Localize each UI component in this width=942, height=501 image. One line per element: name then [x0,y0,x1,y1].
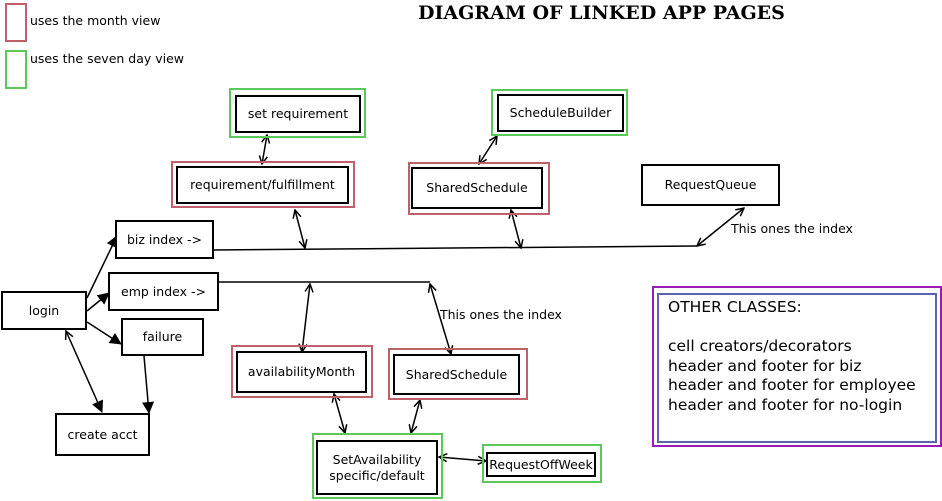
node-requirement-fulfillment: requirement/fulfillment [176,166,349,204]
node-availability-month: availabilityMonth [236,351,367,393]
node-request-off-week: RequestOffWeek [486,452,596,477]
legend-month-swatch [5,3,27,42]
node-create-acct: create acct [55,413,150,456]
arrow-login-emp-index [86,292,110,312]
seven-day-frame-schedule-builder [491,89,628,136]
legend-month-label: uses the month view [30,13,161,28]
month-frame-shared-schedule-bottom [388,348,528,400]
legend-seven-day-swatch [5,50,27,89]
arrow-login-create-acct [66,331,102,412]
month-frame-shared-schedule-top [408,162,550,215]
other-classes-heading: OTHER CLASSES: [668,298,802,316]
arrow-login-failure [86,321,122,345]
other-classes-item: header and footer for employee [668,376,916,394]
arrow-requirement-set-requirement [262,135,267,164]
node-set-availability: SetAvailability specific/default [316,440,438,495]
arrow-login-biz-index [86,235,118,299]
arrow-shared-schedule-schedule-builder [479,136,497,164]
other-classes-panel: OTHER CLASSES: cell creators/decorators … [657,293,937,443]
seven-day-frame-set-requirement [229,88,366,138]
other-classes-frame [652,286,942,447]
other-classes-item: header and footer for biz [668,356,862,375]
arrow-shared-schedule-set-availability [411,400,420,433]
node-biz-index: biz index -> [115,220,214,259]
arrow-bus-requirement [295,210,305,248]
node-set-availability-line1: SetAvailability [332,451,422,467]
line-biz-index-bus [213,245,698,251]
arrow-set-availability-request-off-week [439,457,486,461]
arrow-bus-shared-schedule-bottom [430,284,451,354]
node-request-queue: RequestQueue [641,164,780,206]
other-classes-item: header and footer for no-login [668,395,903,414]
note-index-bottom: This ones the index [440,307,562,322]
seven-day-frame-set-availability [312,433,443,499]
arrow-bus-availability-month [302,284,310,352]
diagram-title: DIAGRAM OF LINKED APP PAGES [418,2,785,24]
legend-seven-day-label: uses the seven day view [30,51,185,66]
arrow-bus-shared-schedule-top [511,210,521,248]
node-shared-schedule-top: SharedSchedule [411,167,543,209]
node-set-requirement: set requirement [235,95,361,133]
month-frame-availability-month [231,345,373,398]
node-login: login [1,291,87,330]
arrow-availability-month-set-availability [334,394,345,433]
arrow-failure-create-acct [142,355,155,414]
node-emp-index: emp index -> [108,272,219,311]
node-failure: failure [121,318,204,356]
note-index-top: This ones the index [731,221,853,236]
other-classes-item: cell creators/decorators [668,337,852,355]
node-schedule-builder: ScheduleBuilder [497,94,624,132]
arrow-bus-request-queue [697,208,744,246]
seven-day-frame-request-off-week [482,444,602,483]
month-frame-requirement [171,161,355,208]
node-set-availability-line2: specific/default [329,467,425,483]
node-shared-schedule-bottom: SharedSchedule [393,354,520,395]
